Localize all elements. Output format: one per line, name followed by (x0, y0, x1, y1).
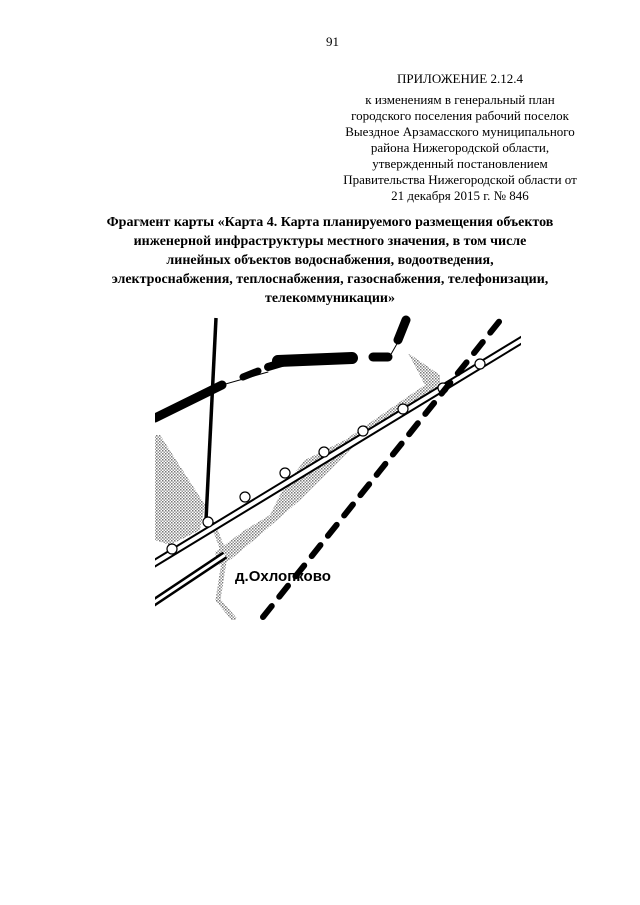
appendix-line: района Нижегородской области, (370, 140, 550, 155)
appendix-line: городского поселения рабочий поселок (351, 108, 569, 123)
settlement-label: д.Охлопково (235, 568, 331, 585)
page-number: 91 (326, 34, 339, 49)
title-line: линейных объектов водоснабжения, водоотв… (166, 253, 494, 268)
hatched-area-west (155, 435, 205, 545)
appendix-line: Правительства Нижегородской области от (343, 172, 577, 187)
title-line: телекоммуникации» (264, 291, 396, 306)
station-marker (239, 491, 251, 503)
station-marker (357, 425, 369, 437)
station-marker (279, 467, 291, 479)
appendix-line: 21 декабря 2015 г. № 846 (391, 188, 529, 203)
title-line: Фрагмент карты «Карта 4. Карта планируем… (106, 215, 554, 230)
station-marker (397, 403, 409, 415)
appendix-label: ПРИЛОЖЕНИЕ 2.12.4 (397, 71, 523, 86)
station-marker (166, 543, 178, 555)
appendix-line: утвержденный постановлением (372, 156, 548, 171)
railway-stations (166, 358, 486, 555)
thin-black-line (204, 317, 218, 521)
appendix-line: Выездное Арзамасского муниципального (345, 124, 575, 139)
appendix-line: к изменениям в генеральный план (365, 92, 555, 107)
hatched-side-road (209, 521, 237, 620)
planned-line-dashed (260, 315, 505, 620)
station-marker (474, 358, 486, 370)
station-marker (318, 446, 330, 458)
station-marker (202, 516, 214, 528)
title-line: инженерной инфраструктуры местного значе… (133, 234, 527, 249)
title-line: электроснабжения, теплоснабжения, газосн… (111, 272, 549, 287)
appendix-description: к изменениям в генеральный план городско… (320, 92, 600, 204)
railway-double-line (155, 335, 521, 607)
document-title: Фрагмент карты «Карта 4. Карта планируем… (70, 213, 590, 308)
heavy-dashed-road (155, 315, 411, 423)
